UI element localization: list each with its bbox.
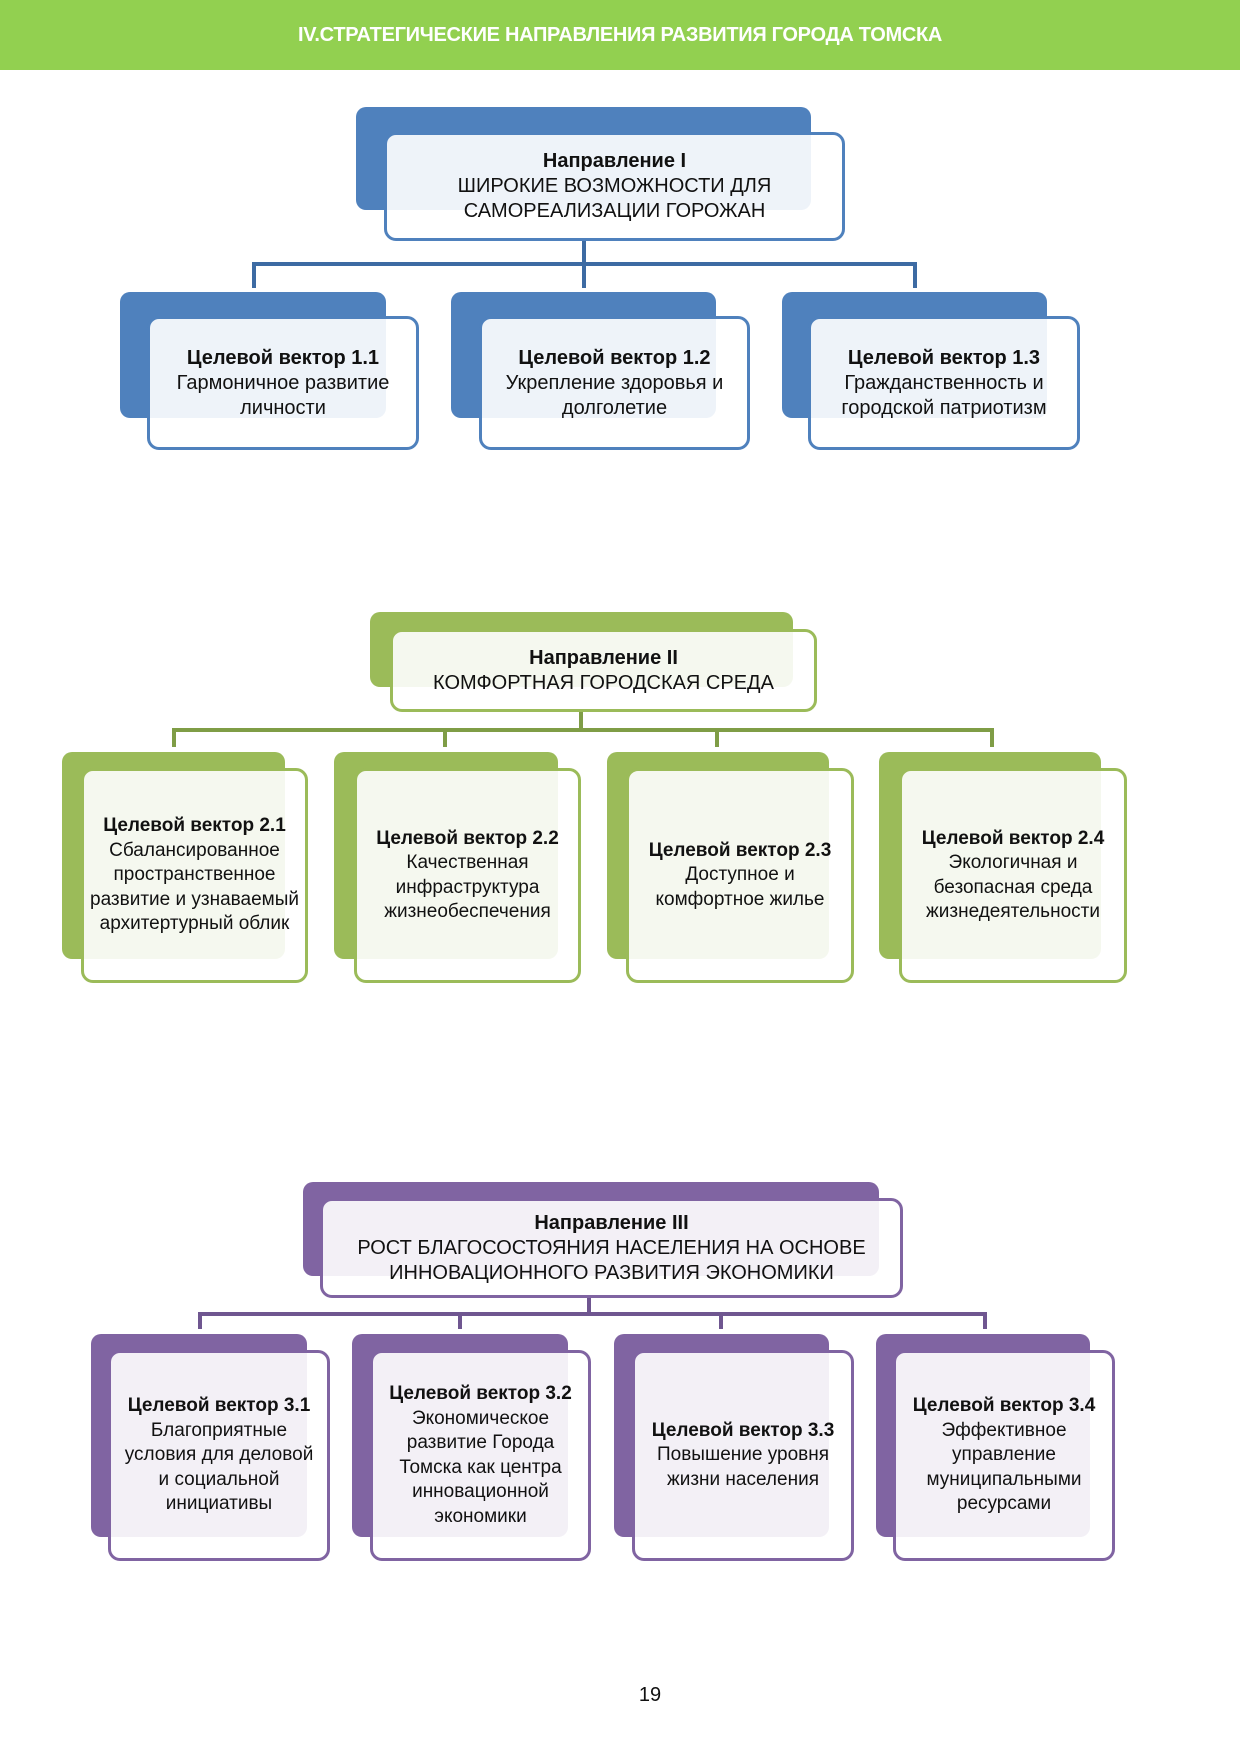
- vector-1-2-box: Целевой вектор 1.2 Укрепление здоровья и…: [479, 316, 750, 450]
- vector-3-2-box: Целевой вектор 3.2 Экономическое развити…: [370, 1350, 591, 1561]
- vector-title: Целевой вектор 3.1: [127, 1395, 311, 1417]
- direction-text: РОСТ БЛАГОСОСТОЯНИЯ НАСЕЛЕНИЯ НА ОСНОВЕ …: [357, 1236, 866, 1284]
- connector: [587, 1298, 591, 1316]
- vector-2-1-box: Целевой вектор 2.1 Сбалансированное прос…: [81, 768, 308, 983]
- connector: [983, 1312, 987, 1329]
- connector: [172, 728, 176, 747]
- page-number: 19: [638, 1684, 662, 1706]
- direction-text: ШИРОКИЕ ВОЗМОЖНОСТИ ДЛЯ САМОРЕАЛИЗАЦИИ Г…: [457, 175, 772, 222]
- connector: [990, 728, 994, 747]
- connector: [458, 1312, 462, 1329]
- vector-text: Гармоничное развитие личности: [176, 371, 390, 419]
- vector-title: Целевой вектор 2.4: [921, 827, 1105, 849]
- vector-2-3-box: Целевой вектор 2.3 Доступное и комфортно…: [626, 768, 854, 983]
- vector-title: Целевой вектор 1.1: [186, 346, 380, 369]
- connector: [719, 1312, 723, 1329]
- connector: [252, 262, 256, 288]
- vector-text: Качественная инфраструктура жизнеобеспеч…: [384, 852, 551, 922]
- vector-text: Укрепление здоровья и долголетие: [505, 371, 724, 419]
- vector-3-1-box: Целевой вектор 3.1 Благоприятные условия…: [108, 1350, 330, 1561]
- section-title: IV.СТРАТЕГИЧЕСКИЕ НАПРАВЛЕНИЯ РАЗВИТИЯ Г…: [297, 23, 943, 46]
- vector-title: Целевой вектор 1.3: [847, 346, 1041, 369]
- vector-title: Целевой вектор 3.4: [912, 1395, 1096, 1417]
- direction-1-box: Направление I ШИРОКИЕ ВОЗМОЖНОСТИ ДЛЯ СА…: [384, 132, 845, 241]
- connector: [443, 728, 447, 747]
- connector: [715, 728, 719, 747]
- connector: [198, 1312, 202, 1329]
- direction-title: Направление III: [534, 1211, 689, 1234]
- direction-2-box: Направление II КОМФОРТНАЯ ГОРОДСКАЯ СРЕД…: [390, 629, 817, 712]
- vector-3-3-box: Целевой вектор 3.3 Повышение уровня жизн…: [632, 1350, 854, 1561]
- vector-text: Эффективное управление муниципальными ре…: [926, 1419, 1082, 1515]
- vector-3-4-box: Целевой вектор 3.4 Эффективное управлени…: [893, 1350, 1115, 1561]
- vector-text: Гражданственность и городской патриотизм: [841, 371, 1047, 419]
- vector-text: Благоприятные условия для деловой и соци…: [124, 1419, 314, 1515]
- connector: [198, 1312, 987, 1316]
- direction-text: КОМФОРТНАЯ ГОРОДСКАЯ СРЕДА: [433, 671, 774, 694]
- vector-1-3-box: Целевой вектор 1.3 Гражданственность и г…: [808, 316, 1080, 450]
- vector-text: Экологичная и безопасная среда жизнедеят…: [926, 852, 1100, 922]
- vector-text: Доступное и комфортное жилье: [655, 864, 825, 910]
- vector-text: Экономическое развитие Города Томска как…: [399, 1407, 562, 1527]
- vector-text: Сбалансированное пространственное развит…: [90, 839, 300, 935]
- connector: [579, 712, 583, 732]
- vector-title: Целевой вектор 2.2: [376, 827, 559, 849]
- direction-3-box: Направление III РОСТ БЛАГОСОСТОЯНИЯ НАСЕ…: [320, 1198, 903, 1298]
- vector-title: Целевой вектор 3.2: [389, 1383, 572, 1404]
- vector-1-1-box: Целевой вектор 1.1 Гармоничное развитие …: [147, 316, 419, 450]
- vector-2-2-box: Целевой вектор 2.2 Качественная инфрастр…: [354, 768, 581, 983]
- vector-title: Целевой вектор 2.3: [648, 839, 832, 861]
- vector-2-4-box: Целевой вектор 2.4 Экологичная и безопас…: [899, 768, 1127, 983]
- vector-text: Повышение уровня жизни населения: [656, 1444, 830, 1490]
- vector-title: Целевой вектор 1.2: [518, 346, 711, 369]
- direction-title: Направление I: [542, 150, 687, 172]
- direction-title: Направление II: [529, 646, 678, 669]
- connector: [252, 262, 917, 266]
- section-header: IV.СТРАТЕГИЧЕСКИЕ НАПРАВЛЕНИЯ РАЗВИТИЯ Г…: [0, 0, 1240, 70]
- connector: [913, 262, 917, 288]
- vector-title: Целевой вектор 3.3: [651, 1419, 835, 1441]
- connector: [172, 728, 994, 732]
- vector-title: Целевой вектор 2.1: [103, 815, 286, 837]
